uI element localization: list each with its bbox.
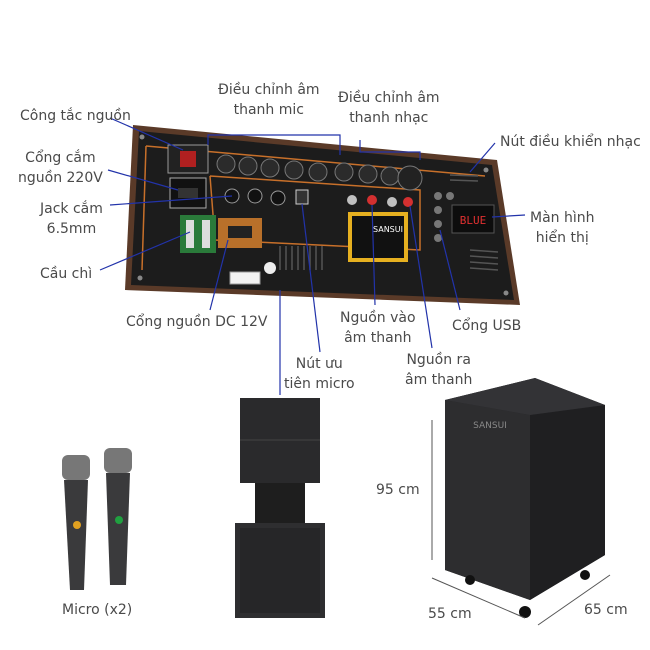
label-depth: 65 cm bbox=[584, 602, 628, 618]
label-height: 95 cm bbox=[376, 482, 420, 498]
column-mid bbox=[255, 483, 305, 523]
mic-grille-1 bbox=[62, 455, 90, 480]
mic-grille-2 bbox=[104, 448, 132, 473]
mic-body-1 bbox=[64, 480, 88, 590]
power-switch-rocker bbox=[180, 151, 196, 167]
column-speaker-graphic bbox=[235, 398, 325, 618]
leader-lines bbox=[99, 117, 526, 395]
knob-row bbox=[216, 154, 423, 191]
label-fuse: Cầu chì bbox=[40, 266, 93, 282]
label-usb: Cổng USB bbox=[452, 318, 522, 334]
speaker-brand: SANSUI bbox=[473, 421, 507, 431]
label-microphones: Micro (x2) bbox=[62, 602, 133, 618]
microphones-graphic bbox=[62, 448, 132, 590]
label-width: 55 cm bbox=[428, 606, 472, 622]
label-dc-port: Cổng nguồn DC 12V bbox=[126, 314, 268, 330]
display-readout: BLUE bbox=[460, 214, 487, 227]
dimension-lines bbox=[431, 420, 611, 626]
vent-grille bbox=[279, 174, 499, 271]
music-buttons bbox=[434, 192, 454, 242]
brand-text: SANSUI bbox=[373, 225, 403, 234]
mic-priority-graphic bbox=[295, 189, 309, 205]
jack-row bbox=[224, 188, 286, 206]
mic-body-2 bbox=[106, 473, 130, 585]
label-power-switch: Công tắc nguồn bbox=[20, 108, 131, 124]
rca-ports bbox=[347, 195, 413, 207]
speaker-top bbox=[445, 378, 605, 415]
trolley-speaker-graphic: SANSUI bbox=[431, 378, 611, 626]
label-music-control: Nút điều khiển nhạc bbox=[500, 134, 641, 150]
control-panel: SANSUI BLUE bbox=[125, 125, 520, 305]
speaker-front bbox=[445, 400, 530, 600]
display-graphic bbox=[451, 204, 495, 234]
speaker-side bbox=[530, 405, 605, 600]
connector-graphic bbox=[229, 271, 261, 285]
